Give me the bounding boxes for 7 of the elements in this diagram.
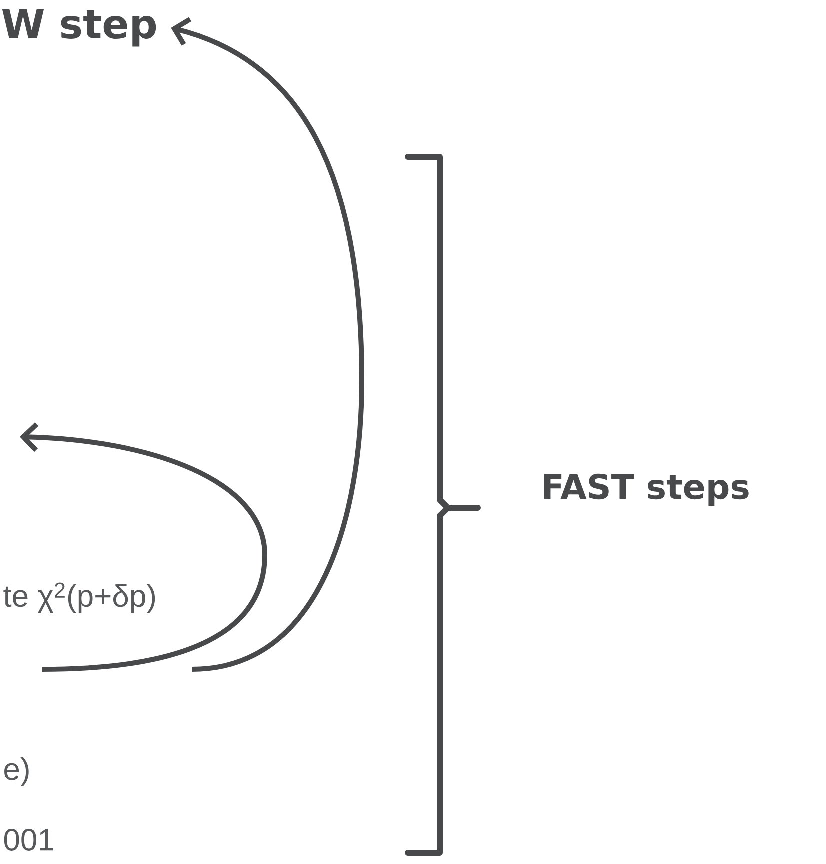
- text-fragment: e): [4, 758, 29, 786]
- text-fragment: 001: [4, 829, 54, 851]
- curved-arrow: [20, 422, 268, 672]
- bracket-label: FAST steps: [544, 474, 749, 506]
- curved-arrow: [171, 17, 364, 672]
- step-label: W step: [2, 9, 156, 47]
- step-text: te χ$^{2}$(p+δp): [4, 582, 156, 614]
